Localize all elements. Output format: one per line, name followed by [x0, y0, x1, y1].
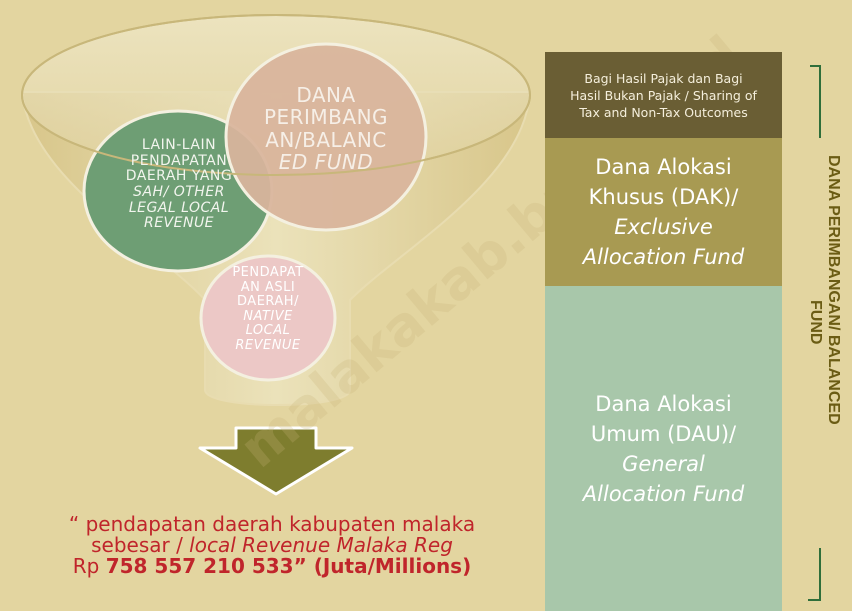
lain-line-1: LAIN-LAIN — [141, 137, 217, 153]
bagi-hasil-line-3: Tax and Non-Tax Outcomes — [579, 104, 748, 120]
result-line-2-italic: local Revenue Malaka Reg — [189, 533, 453, 557]
bagi-hasil-line-2: Hasil Bukan Pajak / Sharing of — [570, 87, 757, 103]
circle-dana-perimbangan — [224, 42, 428, 232]
dak-line-4: Allocation Fund — [582, 245, 745, 269]
circle-pad-text: PENDAPAT AN ASLI DAERAH/ NATIVE LOCAL RE… — [218, 265, 318, 353]
lain-line-3: DAERAH YANG — [125, 168, 233, 185]
local-revenue-statement: “ pendapatan daerah kabupaten malaka seb… — [22, 514, 522, 577]
side-label-balanced-fund: DANA PERIMBANGAN/ BALANCED FUND — [796, 150, 852, 510]
dak-line-2: Khusus (DAK)/ — [588, 185, 739, 209]
funnel-rim-overlay — [21, 14, 531, 176]
side-label-line-2: FUND — [807, 300, 824, 345]
bagi-hasil-line-1: Bagi Hasil Pajak dan Bagi — [584, 70, 743, 86]
dak-line-3: Exclusive — [614, 215, 713, 239]
dau-line-4: Allocation Fund — [582, 481, 745, 506]
result-line-3-prefix: Rp — [72, 554, 106, 578]
pad-line-6: REVENUE — [235, 337, 301, 353]
dau-line-2: Umum (DAU)/ — [590, 421, 737, 446]
circle-dana-text: DANA PERIMBANG AN/BALANC ED FUND — [236, 84, 416, 174]
pad-line-4: NATIVE — [243, 308, 293, 324]
pad-line-1: PENDAPAT — [232, 265, 304, 280]
dana-line-3: AN/BALANC — [265, 127, 387, 152]
pad-line-2: AN ASLI — [240, 279, 296, 295]
block-dau: Dana Alokasi Umum (DAU)/ General Allocat… — [545, 286, 782, 611]
lain-line-5: LEGAL LOCAL — [128, 199, 230, 216]
result-line-2: sebesar / local Revenue Malaka Reg — [22, 535, 522, 556]
circle-pad — [199, 254, 337, 382]
dana-line-2: PERIMBANG — [263, 105, 389, 130]
bracket-top — [810, 65, 821, 138]
block-dak: Dana Alokasi Khusus (DAK)/ Exclusive All… — [545, 138, 782, 286]
result-amount: 758 557 210 533” (Juta/Millions) — [105, 554, 472, 578]
lain-line-6: REVENUE — [143, 215, 215, 232]
result-line-1: “ pendapatan daerah kabupaten malaka — [68, 512, 476, 536]
dana-line-4: ED FUND — [278, 150, 374, 175]
dau-line-1: Dana Alokasi — [595, 391, 732, 416]
pad-line-5: LOCAL — [245, 323, 291, 339]
dau-line-3: General — [622, 451, 705, 476]
down-arrow-icon — [198, 426, 354, 496]
pad-line-3: DAERAH/ — [237, 294, 299, 310]
dak-line-1: Dana Alokasi — [595, 155, 732, 179]
bracket-bottom — [808, 548, 821, 601]
circle-lain-text: LAIN-LAIN PENDAPATAN DAERAH YANG SAH/ OT… — [104, 137, 254, 232]
lain-line-4: SAH/ OTHER — [133, 184, 225, 201]
dana-line-1: DANA — [296, 83, 356, 107]
result-line-3: Rp 758 557 210 533” (Juta/Millions) — [22, 556, 522, 577]
side-label-line-1: DANA PERIMBANGAN/ BALANCED — [825, 155, 842, 425]
lain-line-2: PENDAPATAN — [130, 152, 228, 169]
result-line-2-prefix: sebesar / — [91, 533, 190, 557]
block-bagi-hasil: Bagi Hasil Pajak dan Bagi Hasil Bukan Pa… — [545, 52, 782, 138]
